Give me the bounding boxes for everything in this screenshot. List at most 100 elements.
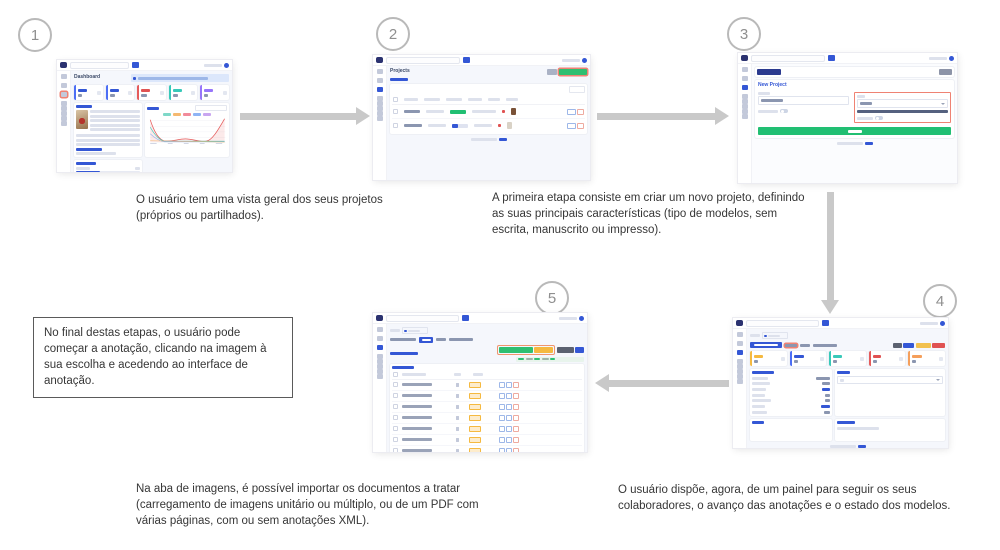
status-badge-pending: [468, 392, 481, 399]
stat-card: [200, 85, 229, 100]
create-new-project-button-highlighted: [559, 69, 587, 75]
sidebar-icon: [741, 114, 748, 119]
project-row: [392, 119, 585, 132]
sidebar-icon: [741, 76, 748, 81]
delete-button: [577, 122, 584, 129]
tab-project-dashboard-active: [750, 342, 782, 348]
chart-legend: [147, 113, 227, 116]
my-projects-link: [390, 78, 408, 81]
edit-button: [505, 436, 512, 443]
stat-card: [908, 351, 945, 366]
public-private-toggle: [780, 109, 788, 113]
sidebar-icon: [60, 106, 67, 111]
size-icon: [455, 404, 459, 409]
sidebar-icon: [376, 327, 383, 332]
footer-copyright: [750, 444, 945, 448]
stats-button: [892, 342, 902, 348]
evolution-panel: [835, 369, 945, 416]
sidebar-icon-highlighted: [60, 92, 67, 97]
delete-project-button: [932, 342, 945, 348]
image-name-text: [401, 438, 432, 441]
user-avatar: [579, 315, 584, 321]
delete-button: [512, 392, 519, 399]
sidebar-icon: [741, 94, 748, 99]
view-button: [498, 381, 505, 388]
tab-project-dashboard: [390, 338, 416, 341]
edit-button: [505, 414, 512, 421]
footer-copyright: [755, 142, 954, 145]
search-input: [386, 56, 460, 64]
images-of-project-link: [390, 352, 418, 355]
sidebar-icon: [60, 116, 67, 121]
search-button: [828, 55, 836, 61]
status-badge-pending: [468, 381, 481, 388]
user-name-text: [204, 63, 222, 67]
image-name-text: [401, 394, 432, 397]
app-topbar: [738, 53, 957, 64]
image-row: [392, 446, 582, 452]
size-icon: [455, 382, 459, 387]
step-2-caption: A primeira etapa consiste em criar um no…: [492, 192, 805, 236]
sidebar-icon-active: [376, 87, 383, 92]
sidebar-icon: [376, 101, 383, 106]
image-row: [392, 391, 582, 402]
app-logo-icon: [376, 315, 383, 321]
sidebar-icon: [376, 374, 383, 379]
delete-button: [512, 436, 519, 443]
stat-card: [868, 351, 906, 366]
upload-pdf-button: [534, 347, 553, 353]
projects-title: Projects: [390, 68, 410, 75]
sidebar-icon: [736, 364, 743, 369]
status-badge-pending: [468, 436, 481, 443]
search-input: [751, 54, 826, 62]
row-actions: [498, 425, 519, 432]
app-sidebar: [738, 64, 752, 183]
sidebar-icon: [60, 74, 67, 79]
project-thumbnail: [507, 122, 512, 129]
image-name-text: [401, 416, 432, 419]
app-logo-icon: [376, 57, 383, 63]
row-actions: [498, 392, 519, 399]
project-row: [392, 105, 585, 119]
row-actions: [498, 381, 519, 388]
size-icon: [455, 426, 459, 431]
sidebar-icon: [741, 67, 748, 72]
step-1-number: 1: [18, 18, 52, 52]
sidebar-icon: [736, 374, 743, 379]
projects-table: [390, 84, 587, 134]
edit-button: [567, 108, 576, 115]
view-button: [498, 436, 505, 443]
sidebar-icon: [736, 341, 743, 346]
train-button: [915, 342, 931, 348]
edit-button: [505, 425, 512, 432]
app-logo-icon: [736, 320, 743, 326]
upload-buttons-highlighted: [496, 345, 555, 355]
statistics-panel: [145, 103, 229, 157]
step-1-caption: O usuário tem uma vista geral dos seus p…: [136, 194, 383, 222]
view-button: [498, 425, 505, 432]
row-actions: [498, 436, 519, 443]
progress-panel: [74, 160, 142, 172]
sidebar-icon: [376, 116, 383, 121]
progress-pill-blue: [452, 123, 468, 128]
step-3-number: 3: [727, 17, 761, 51]
images-table: [390, 363, 584, 452]
sidebar-icon: [741, 104, 748, 109]
size-icon: [455, 393, 459, 398]
chevron-down-icon: [936, 379, 940, 381]
user-name-text: [929, 56, 947, 60]
search-input: [386, 314, 459, 322]
search-input: [70, 61, 130, 69]
tab-details: [800, 343, 810, 347]
handwritten-toggle: [875, 116, 883, 120]
status-badge-pending: [468, 447, 481, 452]
tab-manage-collaborators: [449, 338, 473, 341]
view-button: [498, 403, 505, 410]
delete-button: [512, 403, 519, 410]
delete-button: [512, 414, 519, 421]
stat-cards: [74, 85, 229, 100]
filter-button: [569, 86, 585, 93]
stat-card: [750, 351, 787, 366]
screenshot-project-dashboard: [733, 318, 948, 448]
table-header: [392, 371, 582, 380]
